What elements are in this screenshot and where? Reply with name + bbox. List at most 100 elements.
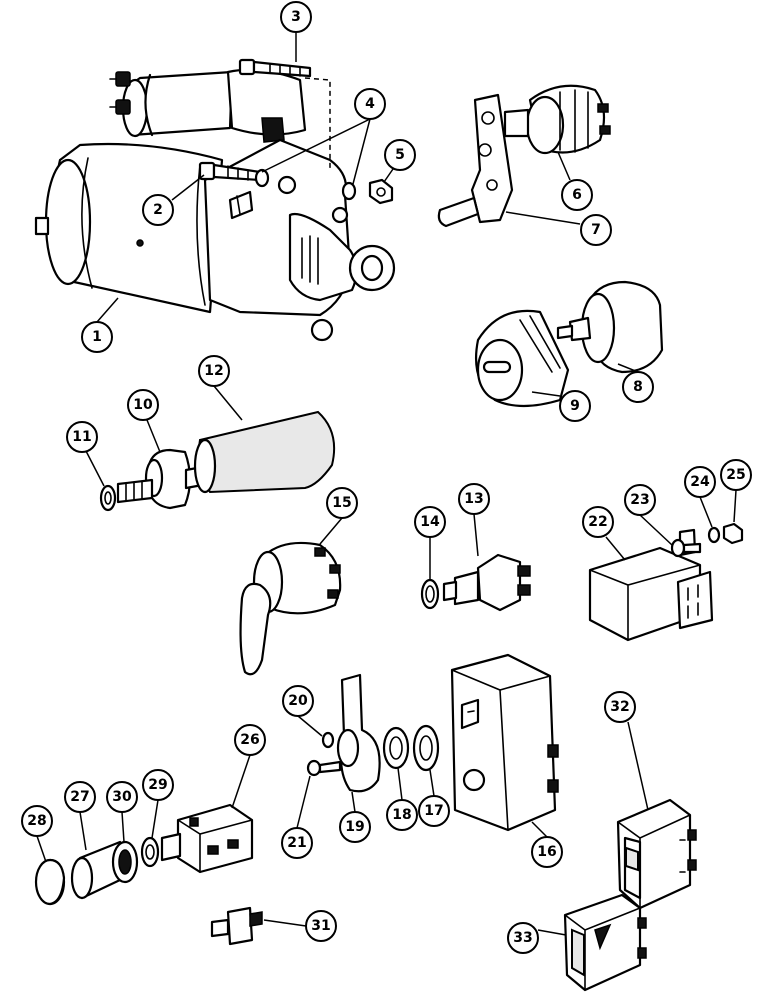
nut-25 [722,522,744,545]
callout-11: 11 [66,421,98,453]
callout-24: 24 [684,466,716,498]
svg-text:6: 6 [572,187,582,203]
svg-text:26: 26 [240,732,259,748]
light-switch-15 [239,541,342,676]
bracket-7 [437,93,514,228]
switch-8 [556,280,664,374]
callout-27: 27 [64,781,96,813]
cover-9 [474,309,570,408]
starter-motor [34,68,396,342]
svg-text:21: 21 [287,835,306,851]
rotary-switch-6 [503,84,611,155]
svg-text:17: 17 [424,803,443,819]
svg-text:14: 14 [420,514,440,530]
svg-text:2: 2 [153,202,163,218]
callout-7: 7 [580,214,612,246]
svg-text:20: 20 [288,693,308,709]
knob-28 [34,858,66,906]
ring-30 [111,840,139,884]
callout-18: 18 [386,799,418,831]
callout-26: 26 [234,724,266,756]
washer-17 [412,724,440,772]
callout-33: 33 [507,922,539,954]
rocker-switch-32 [616,798,697,910]
svg-text:31: 31 [311,918,330,934]
callout-25: 25 [720,459,752,491]
callout-4: 4 [354,88,386,120]
relay-22 [588,528,714,642]
svg-text:16: 16 [537,844,556,860]
control-box-16 [450,653,559,832]
washer-14 [420,578,440,610]
svg-text:7: 7 [591,222,601,238]
pressure-switch-13 [442,553,531,612]
svg-text:4: 4 [365,96,375,112]
lever-19 [336,673,381,793]
screw-23 [670,538,702,558]
svg-text:27: 27 [70,789,89,805]
callout-10: 10 [127,389,159,421]
callout-21: 21 [281,827,313,859]
leader-lines [36,32,737,936]
spring-29 [140,836,160,868]
bolt-2 [198,161,262,182]
svg-text:13: 13 [464,491,483,507]
callout-16: 16 [531,836,563,868]
callout-15: 15 [326,487,358,519]
svg-text:1: 1 [92,329,102,345]
callout-1: 1 [81,321,113,353]
callout-9: 9 [559,390,591,422]
callout-2: 2 [142,194,174,226]
svg-text:8: 8 [633,379,643,395]
svg-text:24: 24 [690,474,710,490]
nut-18 [382,726,410,770]
callout-17: 17 [418,795,450,827]
callout-23: 23 [624,484,656,516]
callout-13: 13 [458,483,490,515]
sender-31 [210,906,263,946]
callout-32: 32 [604,691,636,723]
callout-30: 30 [106,781,138,813]
svg-text:12: 12 [204,363,223,379]
svg-text:29: 29 [148,777,167,793]
svg-text:22: 22 [588,514,607,530]
svg-text:11: 11 [72,429,91,445]
callout-29: 29 [142,769,174,801]
nut-5 [368,178,394,205]
bezel-27 [70,840,126,900]
washer-11 [99,484,117,512]
callout-31: 31 [305,910,337,942]
svg-text:18: 18 [392,807,411,823]
callout-22: 22 [582,506,614,538]
callout-12: 12 [198,355,230,387]
svg-text:25: 25 [726,467,745,483]
svg-text:5: 5 [395,147,405,163]
svg-text:3: 3 [291,9,301,25]
callout-19: 19 [339,811,371,843]
push-switch-26 [160,803,254,874]
callout-14: 14 [414,506,446,538]
svg-text:23: 23 [630,492,649,508]
callout-8: 8 [622,371,654,403]
rocker-switch-33 [563,893,647,992]
cover-12 [193,410,336,494]
washer-4 [254,168,357,201]
washer-20 [321,731,335,749]
svg-text:15: 15 [332,495,351,511]
svg-text:33: 33 [513,930,532,946]
svg-text:9: 9 [570,398,580,414]
svg-text:19: 19 [345,819,364,835]
washer-24 [707,526,721,544]
callout-6: 6 [561,179,593,211]
callout-3: 3 [280,1,312,33]
svg-text:28: 28 [27,813,46,829]
callout-28: 28 [21,805,53,837]
bolt-3 [238,58,312,78]
svg-text:10: 10 [133,397,153,413]
callout-20: 20 [282,685,314,717]
callout-5: 5 [384,139,416,171]
svg-text:30: 30 [112,789,132,805]
svg-text:32: 32 [610,699,629,715]
screw-21 [306,759,342,777]
